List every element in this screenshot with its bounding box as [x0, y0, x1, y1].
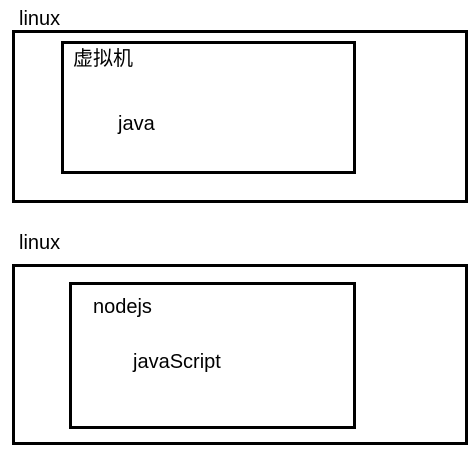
outer-box-linux-bottom: [12, 264, 468, 445]
outer-label-linux-bottom: linux: [19, 232, 61, 254]
inner-label-nodejs: nodejs: [93, 296, 152, 318]
content-label-java: java: [118, 113, 155, 135]
inner-box-vm: [61, 41, 356, 174]
outer-label-linux-top: linux: [19, 8, 61, 30]
content-label-javascript: javaScript: [133, 351, 221, 373]
outer-box-linux-top: [12, 30, 468, 203]
inner-label-vm: 虚拟机: [73, 48, 133, 70]
inner-box-nodejs: [69, 282, 356, 429]
